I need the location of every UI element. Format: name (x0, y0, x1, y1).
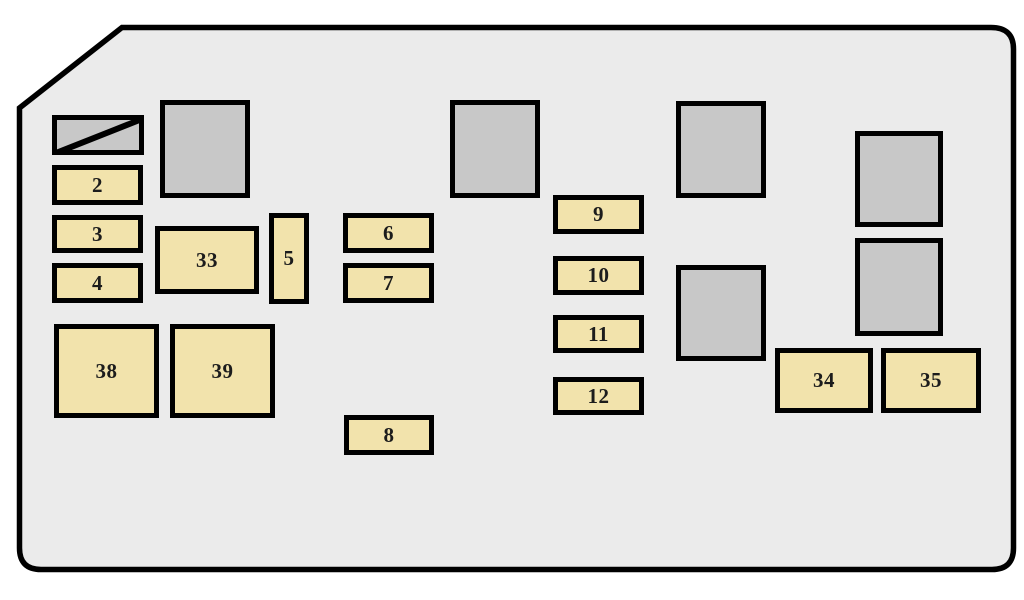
fuse-33: 33 (155, 226, 259, 294)
fuse-9-label: 9 (593, 202, 604, 226)
relay-box-5 (855, 131, 943, 227)
fuse-10-label: 10 (587, 263, 610, 287)
fuse-7-label: 7 (383, 270, 394, 295)
fuse-12-label: 12 (587, 383, 610, 408)
fuse-11: 11 (553, 315, 644, 353)
relay-box-1 (160, 100, 250, 198)
fuse-5-label: 5 (283, 246, 295, 270)
fuse-8-label: 8 (383, 422, 395, 447)
fuse-35: 35 (881, 348, 981, 413)
relay-box-2 (450, 100, 540, 198)
fuse-35-label: 35 (920, 368, 942, 392)
fuse-9: 9 (553, 195, 644, 234)
relay-box-3 (676, 101, 766, 198)
fuse-38: 38 (54, 324, 159, 418)
fuse-4: 4 (52, 263, 143, 303)
fuse-11-label: 11 (588, 321, 609, 346)
relay-box-6 (855, 238, 943, 336)
relay-box-4 (676, 265, 766, 361)
fuse-34-label: 34 (813, 368, 835, 392)
diagonal-stripe-icon (57, 120, 139, 150)
fuse-7: 7 (343, 263, 434, 303)
fuse-39: 39 (170, 324, 275, 418)
fuse-6: 6 (343, 213, 434, 253)
fuse-2-label: 2 (92, 172, 103, 197)
fuse-6-label: 6 (383, 220, 394, 245)
fuse-33-label: 33 (196, 247, 218, 272)
striped-connector (52, 115, 144, 155)
fuse-3-label: 3 (92, 221, 103, 246)
fuse-8: 8 (344, 415, 434, 455)
fuse-2: 2 (52, 165, 143, 205)
fuse-10: 10 (553, 256, 644, 295)
fuse-34: 34 (775, 348, 873, 413)
fuse-12: 12 (553, 377, 644, 415)
fuse-4-label: 4 (92, 270, 103, 295)
fuse-38-label: 38 (95, 358, 118, 383)
fuse-5: 5 (269, 213, 309, 304)
fuse-3: 3 (52, 215, 143, 253)
fuse-39-label: 39 (211, 358, 234, 383)
